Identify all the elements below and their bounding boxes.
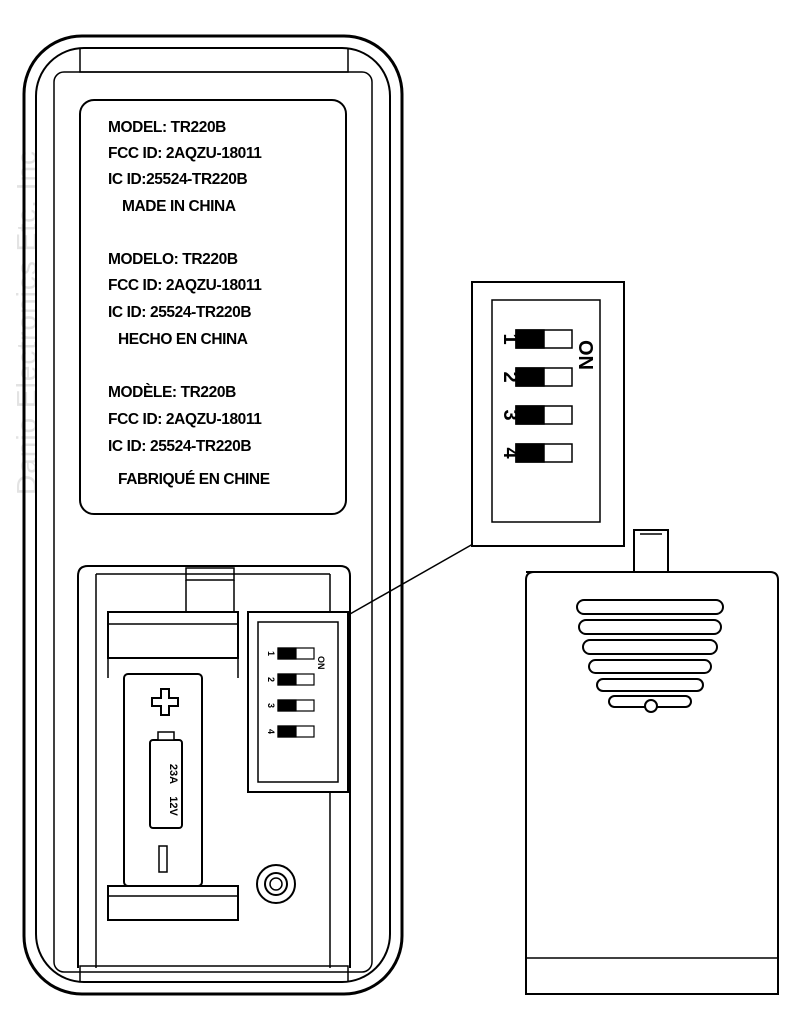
dip-zoom-on-label: ON [574, 340, 596, 370]
dip-zoom-switch-number: 3 [499, 409, 521, 420]
dip-small-switch-3: 3 [266, 699, 315, 712]
dip-small-switch-knob [277, 647, 297, 660]
dip-small-on-label: ON [316, 656, 326, 670]
remote-body [22, 34, 404, 996]
dip-small-switch-4: 4 [266, 725, 315, 738]
dip-small-switch-number: 2 [266, 677, 276, 682]
callout-leader-line [349, 539, 481, 615]
label-fcc-es: FCC ID: 2AQZU-18011 [108, 277, 262, 294]
dip-zoom-switch-number: 2 [499, 371, 521, 382]
dip-zoom-switch-knob [515, 405, 545, 425]
dip-small-switch-2: 2 [266, 673, 315, 686]
label-origin-fr: FABRIQUÉ EN CHINE [118, 471, 270, 488]
battery-voltage: 12V [167, 796, 179, 816]
grip-ridges [576, 599, 724, 713]
label-model-fr: MODÈLE: TR220B [108, 384, 236, 401]
label-plate: MODEL: TR220B FCC ID: 2AQZU-18011 IC ID:… [79, 99, 347, 515]
dip-small-switch-1: 1 [266, 647, 315, 660]
dip-switch-zoom: 1 2 3 4 ON [471, 281, 625, 547]
dip-zoom-switch-3: 3 [499, 405, 573, 425]
label-origin-en: MADE IN CHINA [122, 198, 236, 215]
battery-minus-icon [158, 845, 168, 873]
dip-small-switch-number: 1 [266, 651, 276, 656]
battery-cell: 23A 12V [123, 673, 203, 887]
screw-hole-icon [256, 864, 296, 904]
label-origin-es: HECHO EN CHINA [118, 331, 248, 348]
dip-zoom-switch-2: 2 [499, 367, 573, 387]
watermark-text: Danio Electronics Etc. Inc [11, 150, 42, 495]
label-model-es: MODELO: TR220B [108, 251, 238, 268]
dip-zoom-switch-knob [515, 443, 545, 463]
battery-compartment [77, 565, 351, 968]
dip-zoom-switch-knob [515, 367, 545, 387]
label-ic-es: IC ID: 25524-TR220B [108, 304, 251, 321]
dip-small-switch-number: 3 [266, 703, 276, 708]
dip-small-switch-knob [277, 725, 297, 738]
dip-small-switch-number: 4 [266, 729, 276, 734]
label-ic-fr: IC ID: 25524-TR220B [108, 438, 251, 455]
dip-switch-small: 1 2 3 4 ON [247, 611, 349, 793]
label-fcc-fr: FCC ID: 2AQZU-18011 [108, 411, 262, 428]
battery-plus-icon [151, 688, 179, 716]
dip-zoom-switch-number: 1 [499, 333, 521, 344]
dip-small-switch-knob [277, 673, 297, 686]
label-model-en: MODEL: TR220B [108, 119, 226, 136]
dip-zoom-switch-1: 1 [499, 329, 573, 349]
dip-zoom-switch-4: 4 [499, 443, 573, 463]
label-ic-en: IC ID:25524-TR220B [108, 171, 247, 188]
label-fcc-en: FCC ID: 2AQZU-18011 [108, 145, 262, 162]
dip-zoom-switch-knob [515, 329, 545, 349]
battery-cover [525, 529, 779, 995]
dip-small-switch-knob [277, 699, 297, 712]
battery-model: 23A [167, 764, 179, 784]
